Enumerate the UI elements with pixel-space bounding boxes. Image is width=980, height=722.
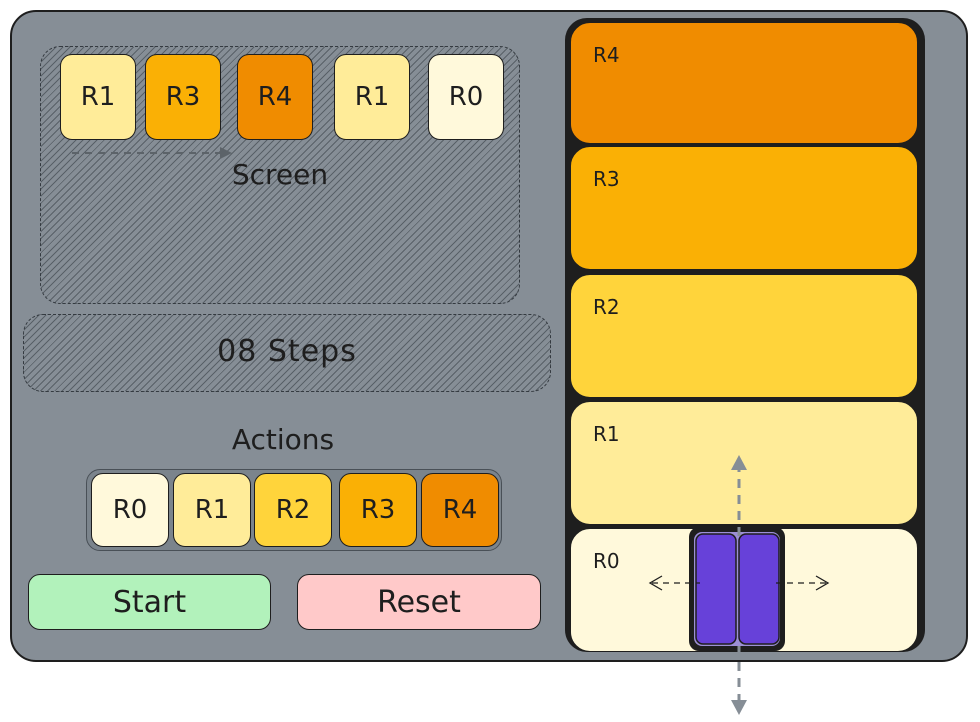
screen-tile-label: R1 [354,82,390,112]
action-button-r3[interactable]: R3 [339,473,417,547]
room-label: R3 [593,167,620,191]
action-button-r1[interactable]: R1 [173,473,251,547]
screen-label: Screen [231,158,329,191]
action-button-r4[interactable]: R4 [421,473,499,547]
screen-tile-3: R4 [237,54,313,140]
screen-tile-label: R3 [165,82,201,112]
action-button-label: R4 [442,495,478,525]
screen-tile-5: R0 [428,54,504,140]
steps-counter: 08 Steps [217,334,357,369]
room-r4: R4 [570,22,918,144]
screen-tile-label: R4 [257,82,293,112]
room-r2: R2 [570,274,918,398]
room-label: R2 [593,295,620,319]
room-r1: R1 [570,401,918,525]
room-r0: R0 [570,528,918,652]
room-label: R4 [593,43,620,67]
screen-tile-label: R1 [80,82,116,112]
room-r3: R3 [570,146,918,270]
screen-tile-2: R3 [145,54,221,140]
screen-tile-label: R0 [448,82,484,112]
action-button-label: R0 [112,495,148,525]
screen-tile-1: R1 [60,54,136,140]
actions-label: Actions [231,423,335,456]
room-label: R0 [593,549,620,573]
action-button-label: R3 [360,495,396,525]
reset-button[interactable]: Reset [297,574,541,630]
room-label: R1 [593,422,620,446]
steps-panel [23,314,551,392]
start-button[interactable]: Start [28,574,271,630]
action-button-r0[interactable]: R0 [91,473,169,547]
screen-tile-4: R1 [334,54,410,140]
action-button-r2[interactable]: R2 [254,473,332,547]
action-button-label: R1 [194,495,230,525]
action-button-label: R2 [275,495,311,525]
